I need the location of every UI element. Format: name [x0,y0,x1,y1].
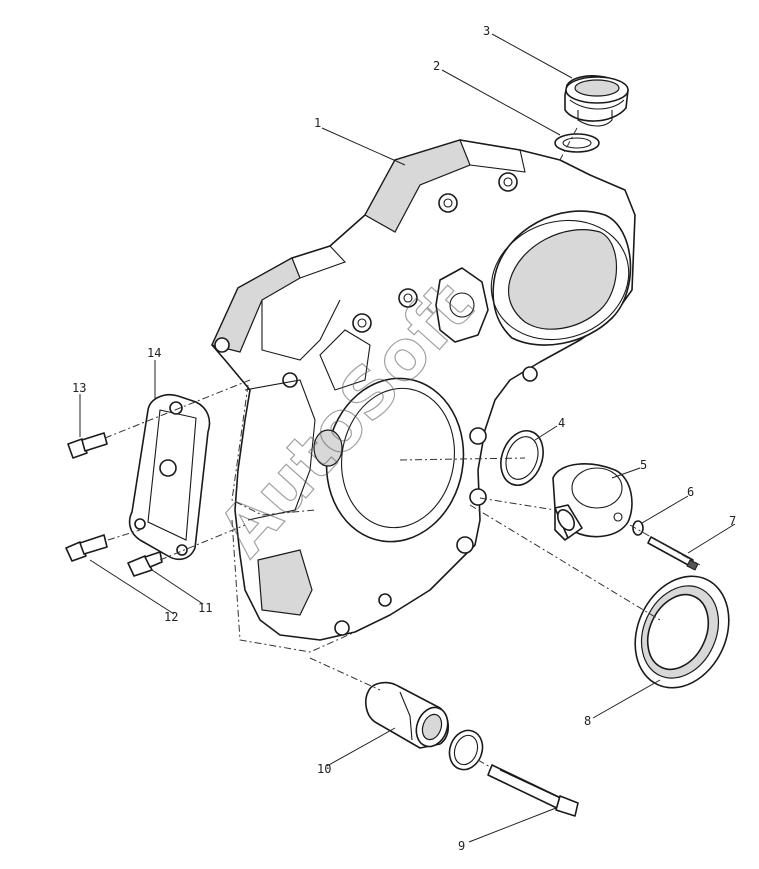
callout-1: 1 [314,116,321,130]
part-10-sleeve [365,681,450,749]
part-3-filler-cap [564,75,629,127]
leader-lines [79,33,736,843]
callout-12: 12 [164,610,178,624]
callout-14: 14 [147,346,161,360]
part-9-long-bolt [487,764,579,817]
part-13-bolt [67,432,108,459]
part-o-ring-small [448,729,484,771]
callout-8: 8 [584,714,591,728]
callout-2: 2 [433,59,440,73]
part-6-small-washer [632,520,644,536]
callout-4: 4 [558,416,565,430]
callout-3: 3 [483,24,490,38]
callout-6: 6 [687,485,694,499]
callout-13: 13 [72,381,86,395]
part-12-bolt [65,534,108,562]
part-7-long-screw [647,536,699,571]
callout-5: 5 [640,458,647,472]
alignment-lines [104,127,701,769]
callout-labels: 1 2 3 4 5 6 7 8 9 10 11 12 13 14 [72,24,736,853]
callout-9: 9 [458,839,465,853]
part-8-crankshaft-seal [634,575,730,689]
part-11-short-bolt [127,551,163,577]
part-14-cover-plate [128,394,211,561]
callout-7: 7 [729,514,736,528]
callout-10: 10 [317,762,331,776]
callout-11: 11 [198,601,212,615]
part-1-gear-cover-housing [211,139,636,653]
part-2-seal-washer [554,133,600,153]
part-5-elbow-housing [552,463,633,541]
